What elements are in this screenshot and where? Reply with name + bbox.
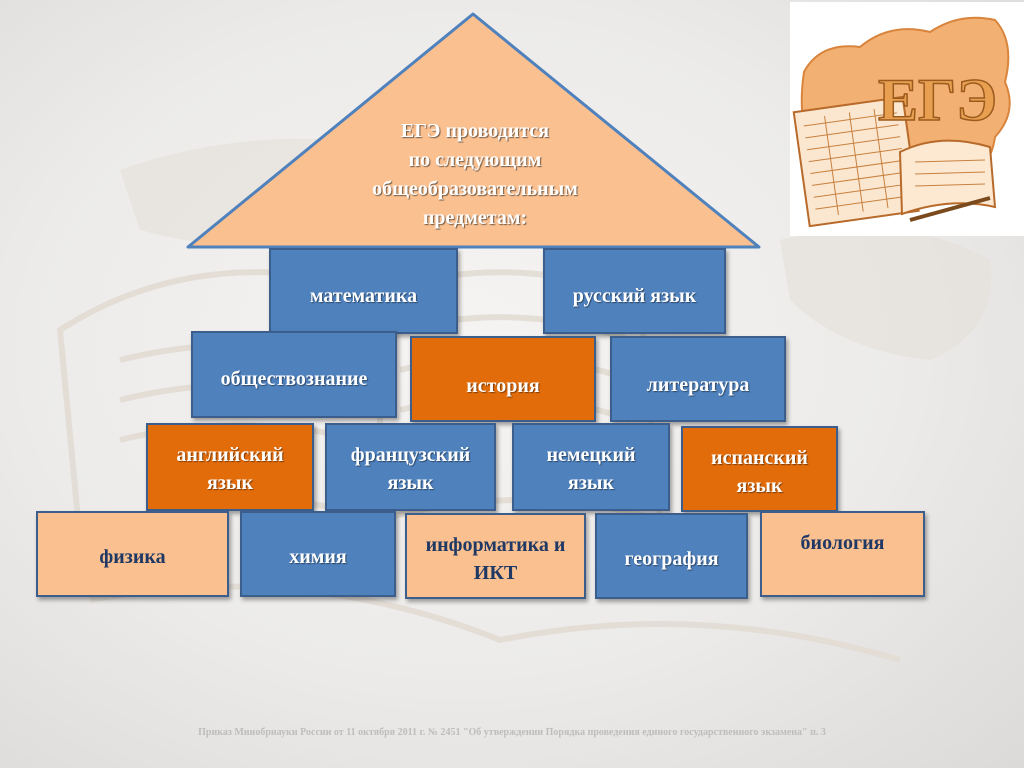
subject-label: математика xyxy=(309,285,418,307)
subject-label: немецкий язык xyxy=(546,444,636,494)
subject-label: информатика и ИКТ xyxy=(425,534,566,584)
subject-spanish: испанский язык xyxy=(681,426,838,512)
subject-informatics: информатика и ИКТ xyxy=(405,513,586,599)
ege-logo: ЕГЭ xyxy=(790,2,1024,236)
roof-title-line: ЕГЭ проводится xyxy=(400,120,550,142)
subject-label: физика xyxy=(99,546,166,568)
subject-french: французский язык xyxy=(325,423,496,511)
subject-label: английский язык xyxy=(176,444,284,494)
subject-history: история xyxy=(410,336,596,422)
subject-chemistry: химия xyxy=(240,511,396,597)
subject-geography: география xyxy=(595,513,748,599)
subject-biology: биология xyxy=(760,511,925,597)
subject-label: биология xyxy=(800,532,885,554)
subject-social-studies: обществознание xyxy=(191,331,397,418)
subject-math: математика xyxy=(269,248,458,334)
subject-label: испанский язык xyxy=(711,447,808,497)
footnote: Приказ Минобрнауки России от 11 октября … xyxy=(198,727,826,738)
ege-logo-art: ЕГЭ xyxy=(792,16,1011,228)
subject-english: английский язык xyxy=(146,423,314,511)
roof-title: ЕГЭ проводится по следующим общеобразова… xyxy=(320,117,630,233)
subject-label: французский язык xyxy=(350,444,471,494)
subject-literature: литература xyxy=(610,336,786,422)
subject-label: обществознание xyxy=(220,368,368,390)
subject-german: немецкий язык xyxy=(512,423,670,511)
subject-label: литература xyxy=(646,374,750,396)
subject-label: история xyxy=(466,375,540,397)
subject-physics: физика xyxy=(36,511,229,597)
subject-label: русский язык xyxy=(572,285,697,307)
subject-label: география xyxy=(624,548,719,570)
ege-logo-letters: ЕГЭ xyxy=(878,67,997,133)
roof-title-line: по следующим xyxy=(408,149,542,171)
subject-russian: русский язык xyxy=(543,248,726,334)
subject-label: химия xyxy=(289,546,347,568)
roof-title-line: общеобразовательным xyxy=(372,178,578,200)
roof-title-line: предметам: xyxy=(422,207,528,229)
